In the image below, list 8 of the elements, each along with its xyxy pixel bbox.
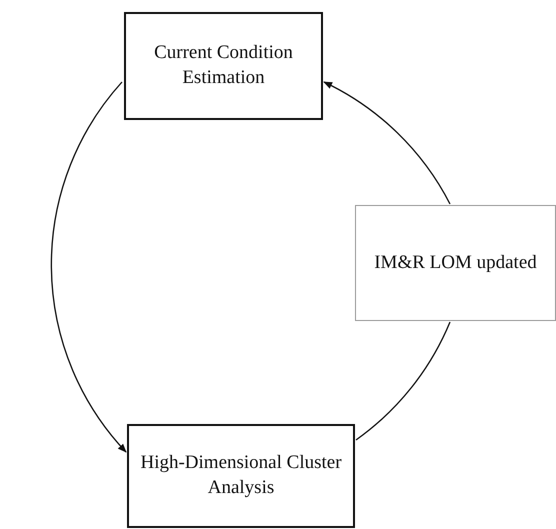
process-box: [355, 205, 556, 321]
arrow: [50, 82, 127, 453]
box-label: High-Dimensional Cluster Analysis: [139, 451, 343, 500]
box-label: IM&R LOM updated: [374, 250, 537, 275]
arrow: [323, 81, 451, 204]
process-box: [124, 12, 323, 120]
process-box: [127, 424, 355, 528]
box-label: Current Condition Estimation: [153, 41, 294, 90]
